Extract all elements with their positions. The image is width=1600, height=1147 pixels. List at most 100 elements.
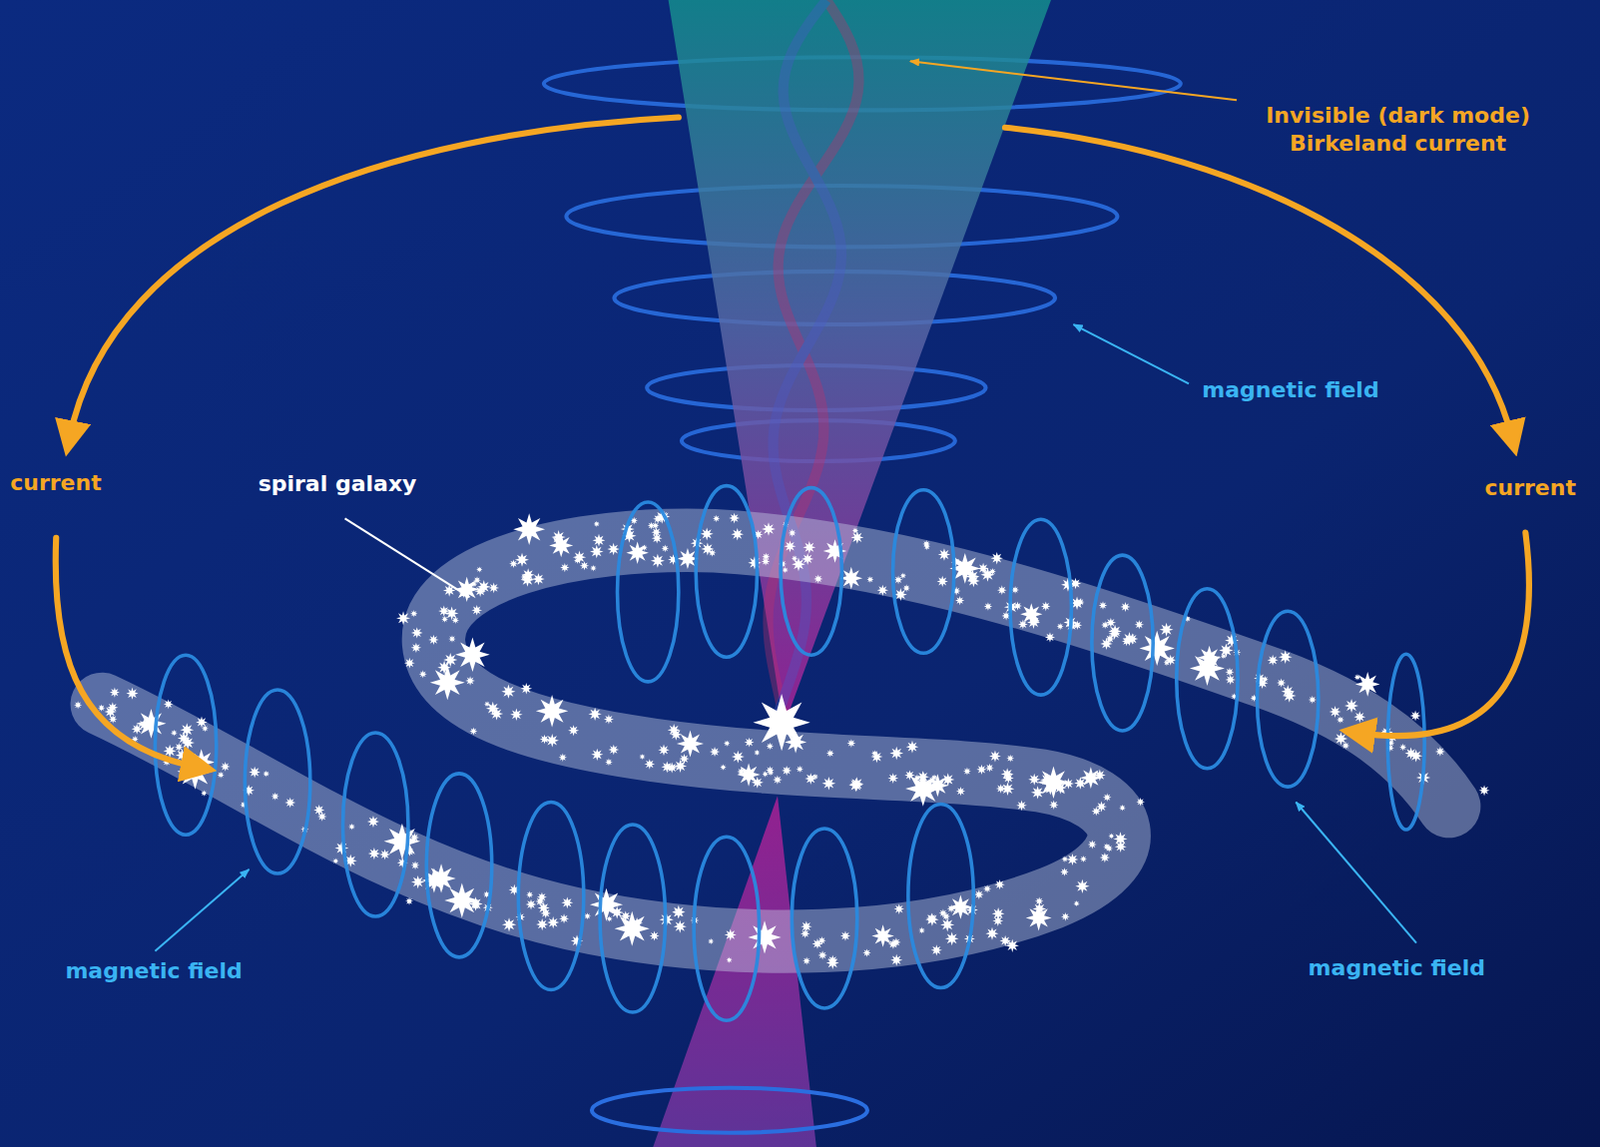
star xyxy=(379,849,391,861)
star xyxy=(800,920,812,932)
star xyxy=(784,539,797,552)
helix-strand xyxy=(768,0,860,715)
star xyxy=(673,759,687,773)
field-ring xyxy=(518,801,583,990)
star xyxy=(1334,731,1348,745)
star xyxy=(411,875,425,889)
star xyxy=(1405,747,1418,760)
star xyxy=(539,734,550,745)
star xyxy=(813,573,823,583)
star xyxy=(592,533,606,547)
star xyxy=(455,636,491,672)
field-ring xyxy=(154,654,216,835)
star xyxy=(956,786,966,796)
star xyxy=(890,954,903,967)
star xyxy=(651,522,659,530)
star xyxy=(317,811,328,822)
star xyxy=(989,567,997,575)
star xyxy=(187,748,215,776)
star xyxy=(983,884,992,893)
star xyxy=(736,762,760,786)
star xyxy=(1354,673,1362,681)
star xyxy=(1061,577,1075,592)
star xyxy=(709,746,720,757)
star xyxy=(1281,684,1295,698)
star xyxy=(840,930,851,941)
star xyxy=(179,722,194,737)
field-ring xyxy=(244,689,310,874)
star xyxy=(984,601,993,611)
star xyxy=(1135,797,1145,807)
star xyxy=(931,944,943,956)
star xyxy=(1087,839,1097,849)
star xyxy=(1164,654,1176,666)
star xyxy=(248,766,261,779)
star xyxy=(1031,785,1045,799)
helix-strand xyxy=(773,0,842,715)
star xyxy=(657,744,669,756)
star xyxy=(1057,622,1065,630)
star xyxy=(1095,801,1107,813)
star xyxy=(1118,804,1126,812)
field-ring xyxy=(695,486,757,658)
current-label: current xyxy=(1484,474,1577,503)
star xyxy=(103,705,116,718)
field-ring xyxy=(1176,588,1238,769)
star xyxy=(1105,617,1116,628)
star xyxy=(430,664,466,700)
star xyxy=(200,789,207,796)
star xyxy=(747,920,781,954)
star xyxy=(1159,622,1174,637)
star xyxy=(800,929,810,939)
star xyxy=(985,763,995,773)
star xyxy=(428,634,439,645)
star xyxy=(1107,624,1121,638)
field-ring xyxy=(693,836,759,1021)
star xyxy=(651,527,662,537)
star xyxy=(476,565,483,572)
star xyxy=(1037,765,1069,799)
star xyxy=(1104,844,1113,853)
star xyxy=(405,897,414,906)
star xyxy=(1013,601,1023,611)
star xyxy=(217,771,225,779)
star xyxy=(532,572,544,585)
star xyxy=(195,716,208,729)
star xyxy=(536,892,547,903)
star xyxy=(1075,597,1084,606)
field-ring xyxy=(1091,554,1153,731)
star xyxy=(887,772,899,784)
star xyxy=(1061,912,1070,922)
star xyxy=(445,606,460,621)
star xyxy=(744,737,755,748)
star xyxy=(603,714,614,725)
star xyxy=(484,700,491,707)
star xyxy=(170,729,178,737)
star xyxy=(559,562,569,572)
star xyxy=(560,896,573,909)
star xyxy=(1045,631,1056,642)
star xyxy=(411,626,424,638)
star xyxy=(1049,799,1060,810)
star xyxy=(509,558,519,568)
star xyxy=(367,815,380,828)
star xyxy=(847,738,857,748)
star xyxy=(97,703,105,711)
star xyxy=(877,584,889,596)
star xyxy=(937,575,949,587)
star xyxy=(451,616,460,625)
star xyxy=(486,701,501,716)
star xyxy=(992,907,1006,921)
star xyxy=(796,765,804,773)
star xyxy=(1016,800,1028,812)
star xyxy=(1066,853,1079,866)
star xyxy=(448,634,456,642)
star xyxy=(826,749,835,758)
star xyxy=(1073,776,1086,789)
star xyxy=(671,905,685,919)
star xyxy=(900,572,907,579)
field-ring xyxy=(599,824,665,1013)
star xyxy=(589,888,623,922)
star xyxy=(1336,715,1345,724)
star xyxy=(572,550,586,564)
